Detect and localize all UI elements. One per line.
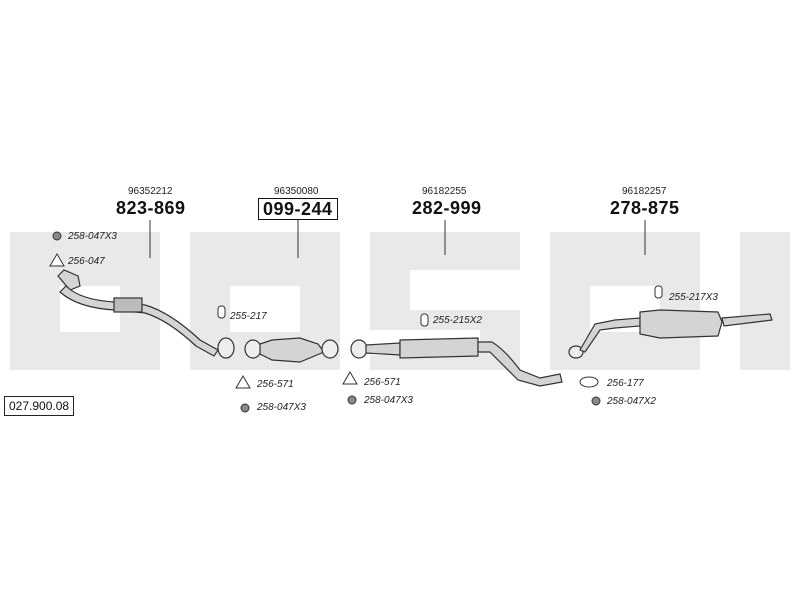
part-number[interactable]: 282-999 [412, 198, 482, 218]
gasket-icon [579, 376, 599, 388]
hanger-icon [654, 285, 663, 299]
part-number[interactable]: 278-875 [610, 198, 680, 218]
fitting-label[interactable]: 255-217 [230, 311, 267, 322]
clamp-icon [591, 396, 601, 406]
fitting-label[interactable]: 255-215X2 [433, 315, 482, 326]
part-ref: 96350080 [274, 186, 319, 197]
fitting-label[interactable]: 256-571 [257, 379, 294, 390]
rear-silencer [568, 309, 773, 359]
clamp-icon [347, 395, 357, 405]
fitting-label[interactable]: 256-177 [607, 378, 644, 389]
gasket-icon [49, 253, 65, 267]
fitting-label[interactable]: 258-047X2 [607, 396, 656, 407]
part-number[interactable]: 823-869 [116, 198, 186, 218]
fitting-label[interactable]: 255-217X3 [669, 292, 718, 303]
hanger-icon [217, 305, 226, 319]
fitting-label[interactable]: 256-047 [68, 256, 105, 267]
middle-silencer [350, 337, 563, 387]
fitting-label[interactable]: 258-047X3 [68, 231, 117, 242]
catalytic-converter [244, 337, 339, 363]
catalog-code: 027.900.08 [4, 396, 75, 416]
fitting-label[interactable]: 256-571 [364, 377, 401, 388]
gasket-icon [342, 371, 358, 385]
gasket-icon [235, 375, 251, 389]
part-ref: 96182257 [622, 186, 667, 197]
part-number-selected[interactable]: 099-244 [258, 198, 338, 220]
hanger-icon [420, 313, 429, 327]
part-ref: 96352212 [128, 186, 173, 197]
fitting-label[interactable]: 258-047X3 [364, 395, 413, 406]
leader-lines [149, 220, 646, 258]
clamp-icon [52, 231, 62, 241]
fitting-label[interactable]: 258-047X3 [257, 402, 306, 413]
part-ref: 96182255 [422, 186, 467, 197]
watermark-logo [10, 232, 790, 370]
front-pipe [57, 269, 235, 359]
clamp-icon [240, 403, 250, 413]
